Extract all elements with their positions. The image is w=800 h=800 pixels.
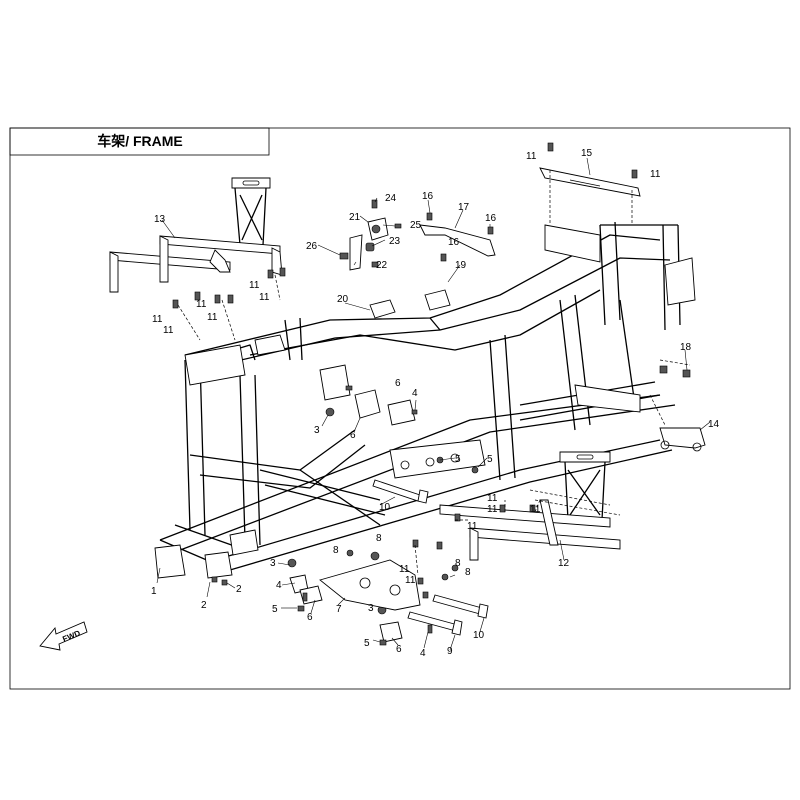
callout-5c: 5 — [455, 454, 461, 465]
callout-15: 15 — [581, 148, 593, 159]
callout-6: 6 — [350, 430, 356, 441]
callout-13: 13 — [154, 214, 166, 225]
callout-25: 25 — [410, 220, 422, 231]
callout-2: 2 — [201, 600, 207, 611]
callout-16c: 16 — [448, 237, 460, 248]
callout-11i: 11 — [487, 493, 498, 504]
callout-11g: 11 — [249, 280, 260, 291]
callout-3: 3 — [314, 425, 320, 436]
fasteners — [172, 142, 691, 646]
callout-4b: 4 — [276, 580, 282, 591]
rear-rack-12 — [439, 451, 621, 561]
callout-9: 9 — [447, 646, 453, 657]
callout-8: 8 — [333, 545, 339, 556]
callout-2b: 2 — [236, 584, 242, 595]
callout-8b: 8 — [376, 533, 382, 544]
callout-11n: 11 — [405, 575, 416, 586]
callout-20: 20 — [337, 294, 349, 305]
callout-18: 18 — [680, 342, 692, 353]
assembly-guides — [177, 274, 691, 576]
callout-6c: 6 — [307, 612, 313, 623]
callout-11e: 11 — [196, 299, 207, 310]
callout-11h: 11 — [259, 292, 270, 303]
callout-11d: 11 — [163, 325, 174, 336]
engine-mounts — [287, 385, 418, 643]
callout-26: 26 — [306, 241, 318, 252]
callout-8d: 8 — [465, 567, 471, 578]
callout-3c: 3 — [368, 603, 374, 614]
bracket-17 — [419, 224, 496, 257]
diagram-title: 车架/ FRAME — [97, 133, 183, 149]
callout-11: 11 — [526, 151, 537, 162]
leader-lines — [156, 157, 711, 651]
sheet-border — [9, 127, 791, 690]
fwd-arrow: FWD — [39, 621, 88, 651]
callout-4: 4 — [412, 388, 418, 399]
bracket-cluster-21-26 — [339, 199, 402, 271]
long-bolts — [372, 479, 489, 636]
callout-6d: 6 — [396, 644, 402, 655]
callout-5b: 5 — [364, 638, 370, 649]
callout-14: 14 — [708, 419, 720, 430]
title-box — [9, 127, 270, 156]
callout-16: 16 — [422, 191, 434, 202]
callout-10: 10 — [473, 630, 485, 641]
callout-11m: 11 — [399, 564, 410, 575]
tube-20 — [369, 289, 451, 319]
bracket-14 — [659, 427, 706, 452]
callout-10b: 10 — [379, 502, 391, 513]
callout-7: 7 — [336, 604, 342, 615]
callout-4c: 4 — [420, 648, 426, 659]
callout-8c: 8 — [455, 558, 461, 569]
callout-3b: 3 — [270, 558, 276, 569]
callouts: 1 2 2 3 3 3 4 4 4 5 5 5 5 6 6 6 6 7 8 8 … — [151, 148, 720, 659]
callout-11f: 11 — [207, 312, 218, 323]
callout-1: 1 — [151, 586, 157, 597]
callout-22: 22 — [376, 260, 388, 271]
callout-11b: 11 — [650, 169, 661, 180]
callout-6b: 6 — [395, 378, 401, 389]
callout-11c: 11 — [152, 314, 163, 325]
callout-19: 19 — [455, 260, 467, 271]
callout-12: 12 — [558, 558, 570, 569]
main-frame — [154, 221, 696, 579]
callout-5d: 5 — [487, 454, 493, 465]
callout-24: 24 — [385, 193, 397, 204]
callout-16b: 16 — [485, 213, 497, 224]
callout-11j: 11 — [487, 504, 498, 515]
callout-5: 5 — [272, 604, 278, 615]
callout-17: 17 — [458, 202, 470, 213]
callout-11k: 11 — [530, 504, 541, 515]
front-rack-13 — [109, 177, 283, 293]
callout-21: 21 — [349, 212, 361, 223]
callout-11l: 11 — [467, 521, 478, 532]
callout-23: 23 — [389, 236, 401, 247]
rear-brace-15 — [539, 167, 641, 225]
mount-bracket-7 — [319, 551, 421, 611]
